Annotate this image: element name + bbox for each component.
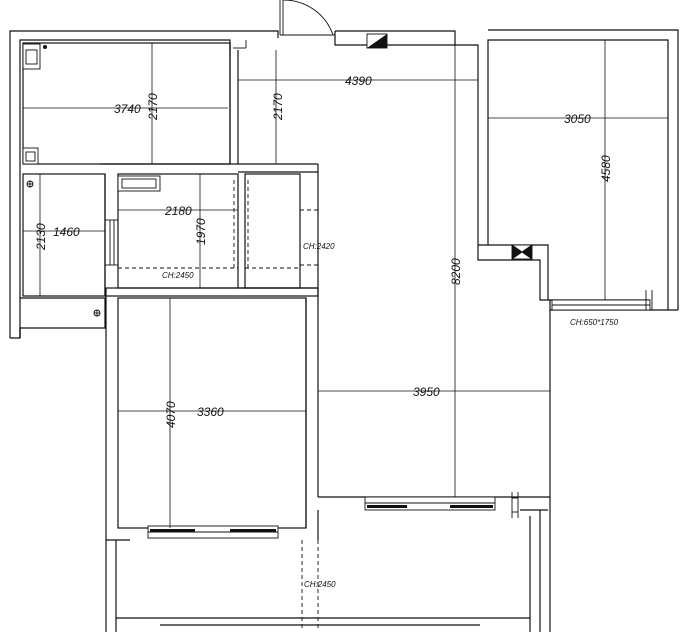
room-bath-right (237, 173, 318, 289)
corridor (100, 163, 319, 288)
dim-living-height: 8200 (449, 258, 463, 285)
dim-bedroom-bottom-height: 4070 (164, 401, 178, 428)
outlet-icon (26, 180, 34, 188)
window-bedroom-bottom (147, 525, 279, 539)
toilet-icon (22, 43, 41, 70)
bathtub-icon (117, 175, 161, 192)
dim-room-right-height: 4580 (599, 155, 613, 182)
dim-bedroom-bottom-width: 3360 (197, 405, 224, 419)
room-bath-left (22, 173, 118, 297)
ch-bath-mid: CH:2450 (162, 271, 194, 280)
dim-bath-mid-width: 2180 (164, 204, 192, 218)
ch-balcony: CH:2450 (304, 580, 336, 589)
ch-bath-right: CH:2420 (303, 242, 335, 251)
window-living-bottom (364, 496, 496, 511)
dim-corridor-height: 2170 (271, 93, 285, 121)
ch-window-right: CH:650*1750 (570, 318, 619, 327)
dim-corridor-width: 4390 (345, 74, 372, 88)
panel-icon (511, 244, 533, 260)
ceiling-height-labels: CH:2450 CH:2420 CH:650*1750 CH:2450 (162, 242, 619, 589)
sink-icon (22, 147, 39, 165)
window-right-room (551, 290, 653, 311)
dot-marker (43, 45, 47, 49)
panel-icon (366, 33, 388, 49)
dimension-labels: 3740 2170 2170 4390 3050 4580 2130 1460 … (34, 74, 613, 428)
outlet-icon (93, 309, 101, 317)
dim-room-top-left-width: 3740 (114, 102, 141, 116)
dim-bath-mid-height: 1970 (194, 218, 208, 245)
dim-bath-left-width: 1460 (53, 225, 80, 239)
balcony (105, 492, 551, 632)
entrance-door (279, 0, 335, 36)
dim-room-top-left-height: 2170 (146, 93, 160, 121)
dim-room-right-width: 3050 (564, 112, 591, 126)
room-living (317, 395, 550, 540)
dim-bath-left-height: 2130 (34, 223, 48, 251)
dimension-lines (23, 40, 668, 528)
dim-living-width: 3950 (413, 385, 440, 399)
